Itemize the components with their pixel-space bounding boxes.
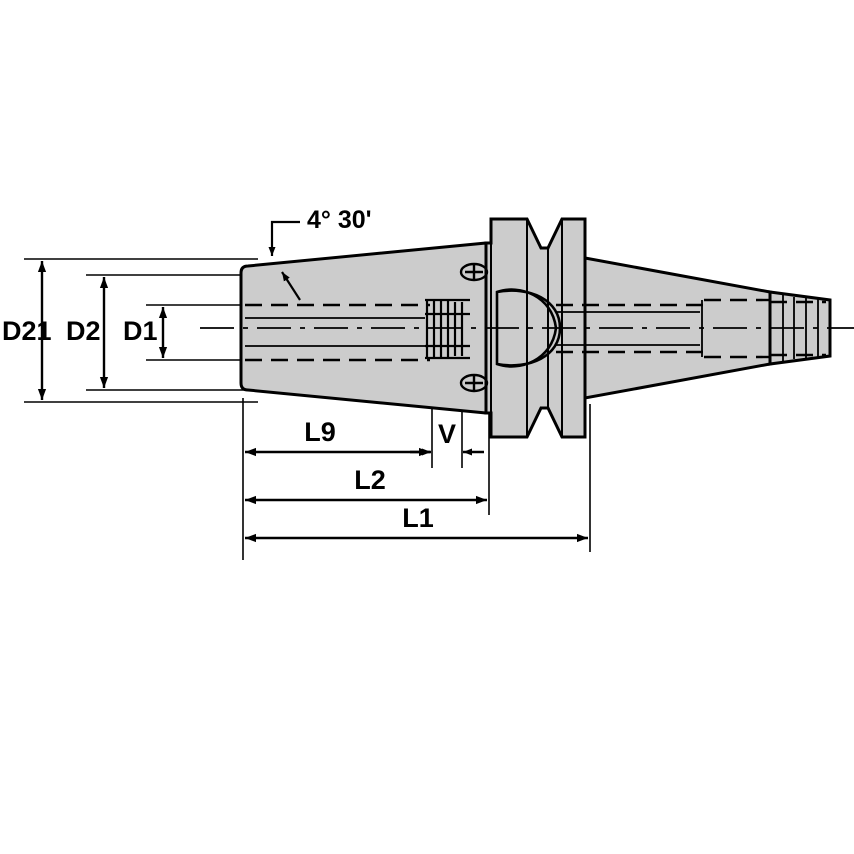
through-bore-hidden [556, 298, 826, 359]
dim-label-v: V [438, 419, 456, 449]
diameter-dimensions: D21 D2 D1 [2, 261, 168, 400]
dim-label-l9: L9 [304, 417, 336, 447]
extension-lines [24, 258, 591, 560]
nose-taper-section [239, 241, 488, 415]
angle-leader-upper [268, 220, 300, 256]
dim-label-l2: L2 [354, 465, 386, 495]
angle-label: 4° 30' [307, 206, 372, 234]
angle-leader-lower [281, 271, 301, 301]
dim-label-d1: D1 [123, 316, 158, 346]
dim-label-l1: L1 [402, 503, 434, 533]
thread-relief-group [425, 298, 470, 360]
angle-callout: 4° 30' [268, 206, 372, 301]
dim-label-d2: D2 [66, 316, 101, 346]
dim-label-d21: D21 [2, 316, 52, 346]
length-dimensions: L9 V L2 L1 [245, 417, 588, 543]
